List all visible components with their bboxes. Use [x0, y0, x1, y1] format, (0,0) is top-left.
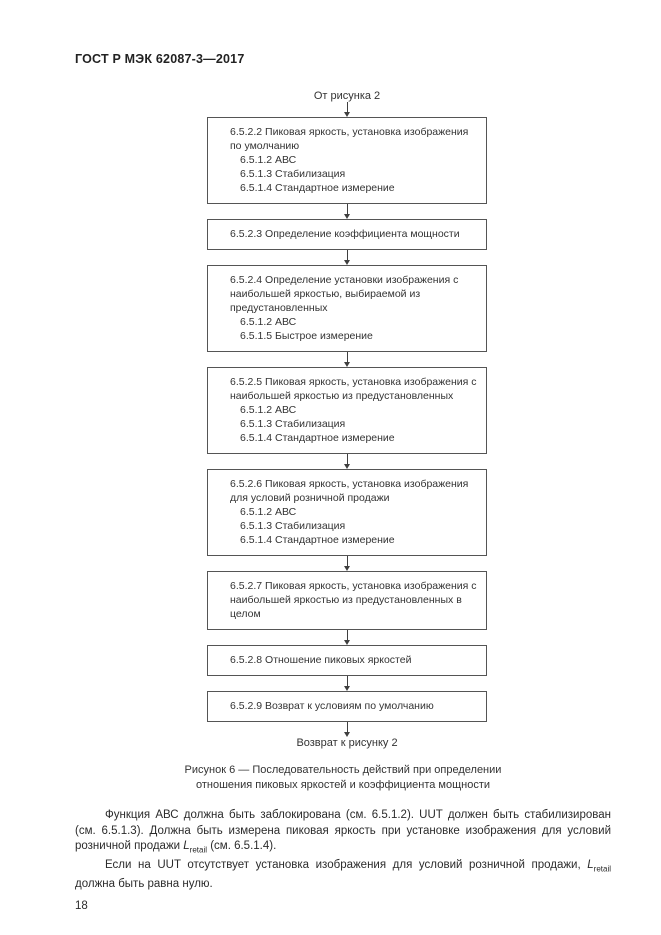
flowchart-box-title: 6.5.2.8 Отношение пиковых яркостей	[230, 654, 412, 666]
flow-arrow	[207, 352, 487, 367]
arrow-head-icon	[344, 686, 350, 691]
paragraph-2: Если на UUT отсутствует установка изобра…	[75, 858, 611, 892]
arrow-head-icon	[344, 640, 350, 645]
l-retail-symbol: L	[587, 858, 594, 871]
arrow-line	[346, 352, 348, 362]
flowchart-box-6527: 6.5.2.7 Пиковая яркость, установка изобр…	[207, 571, 487, 630]
flowchart-box-item: 6.5.1.3 Стабилизация	[240, 520, 346, 532]
flowchart-box-title: 6.5.2.9 Возврат к условиям по умолчанию	[230, 700, 434, 712]
arrow-head-icon	[344, 112, 350, 117]
l-retail-subscript: retail	[189, 845, 208, 855]
flowchart-box-6524: 6.5.2.4 Определение установки изображени…	[207, 265, 487, 352]
body-text: Функция АВС должна быть заблокирована (с…	[75, 808, 611, 892]
arrow-line	[346, 250, 348, 260]
flowchart-box-item: 6.5.1.4 Стандартное измерение	[240, 182, 395, 194]
arrow-head-icon	[344, 464, 350, 469]
flowchart-box-title: 6.5.2.2 Пиковая яркость, установка изобр…	[230, 126, 469, 152]
arrow-line	[346, 102, 348, 112]
arrow-line	[346, 204, 348, 214]
flowchart-box-item: 6.5.1.2 АВС	[240, 154, 297, 166]
flowchart: От рисунка 2 6.5.2.2 Пиковая яркость, ус…	[207, 90, 487, 749]
paragraph-1-text: Функция АВС должна быть заблокирована (с…	[75, 809, 611, 852]
flow-arrow	[207, 102, 487, 117]
arrow-head-icon	[344, 362, 350, 367]
flow-arrow	[207, 556, 487, 571]
l-retail-symbol: L	[183, 840, 190, 852]
document-title: ГОСТ Р МЭК 62087-3—2017	[75, 52, 245, 66]
flowchart-box-title: 6.5.2.4 Определение установки изображени…	[230, 274, 459, 314]
arrow-head-icon	[344, 566, 350, 571]
l-retail-subscript: retail	[593, 864, 611, 874]
arrow-line	[346, 722, 348, 732]
arrow-head-icon	[344, 214, 350, 219]
flowchart-box-item: 6.5.1.2 АВС	[240, 506, 297, 518]
flowchart-box-item: 6.5.1.4 Стандартное измерение	[240, 432, 395, 444]
flowchart-box-title: 6.5.2.5 Пиковая яркость, установка изобр…	[230, 376, 477, 402]
flowchart-box-item: 6.5.1.4 Стандартное измерение	[240, 534, 395, 546]
flow-exit-label: Возврат к рисунку 2	[296, 737, 398, 749]
flow-arrow	[207, 630, 487, 645]
paragraph-1: Функция АВС должна быть заблокирована (с…	[75, 808, 611, 858]
flowchart-box-6526: 6.5.2.6 Пиковая яркость, установка изобр…	[207, 469, 487, 556]
flowchart-box-item: 6.5.1.3 Стабилизация	[240, 418, 346, 430]
figure-caption: Рисунок 6 — Последовательность действий …	[75, 763, 611, 793]
flow-arrow	[207, 204, 487, 219]
flow-entry-label: От рисунка 2	[313, 90, 381, 102]
flowchart-box-item: 6.5.1.2 АВС	[240, 316, 297, 328]
arrow-line	[346, 676, 348, 686]
flowchart-box-6529: 6.5.2.9 Возврат к условиям по умолчанию	[207, 691, 487, 722]
arrow-line	[346, 556, 348, 566]
flow-arrow	[207, 454, 487, 469]
figure-caption-text: Рисунок 6 — Последовательность действий …	[184, 764, 502, 791]
arrow-head-icon	[344, 732, 350, 737]
flowchart-box-title: 6.5.2.3 Определение коэффициента мощност…	[230, 228, 460, 240]
page-number: 18	[75, 900, 88, 913]
flowchart-box-6522: 6.5.2.2 Пиковая яркость, установка изобр…	[207, 117, 487, 204]
flowchart-box-6528: 6.5.2.8 Отношение пиковых яркостей	[207, 645, 487, 676]
flowchart-box-6523: 6.5.2.3 Определение коэффициента мощност…	[207, 219, 487, 250]
flowchart-box-item: 6.5.1.3 Стабилизация	[240, 168, 346, 180]
paragraph-2-text-end: должна быть равна нулю.	[75, 877, 213, 890]
flow-arrow	[207, 676, 487, 691]
paragraph-2-text: Если на UUT отсутствует установка изобра…	[105, 858, 588, 871]
flowchart-box-6525: 6.5.2.5 Пиковая яркость, установка изобр…	[207, 367, 487, 454]
flowchart-box-title: 6.5.2.7 Пиковая яркость, установка изобр…	[230, 580, 477, 620]
flowchart-box-item: 6.5.1.5 Быстрое измерение	[240, 330, 373, 342]
flow-arrow	[207, 250, 487, 265]
flowchart-box-title: 6.5.2.6 Пиковая яркость, установка изобр…	[230, 478, 469, 504]
paragraph-1-text-end: (см. 6.5.1.4).	[207, 840, 277, 852]
flow-arrow	[207, 722, 487, 737]
arrow-head-icon	[344, 260, 350, 265]
arrow-line	[346, 454, 348, 464]
flowchart-box-item: 6.5.1.2 АВС	[240, 404, 297, 416]
arrow-line	[346, 630, 348, 640]
